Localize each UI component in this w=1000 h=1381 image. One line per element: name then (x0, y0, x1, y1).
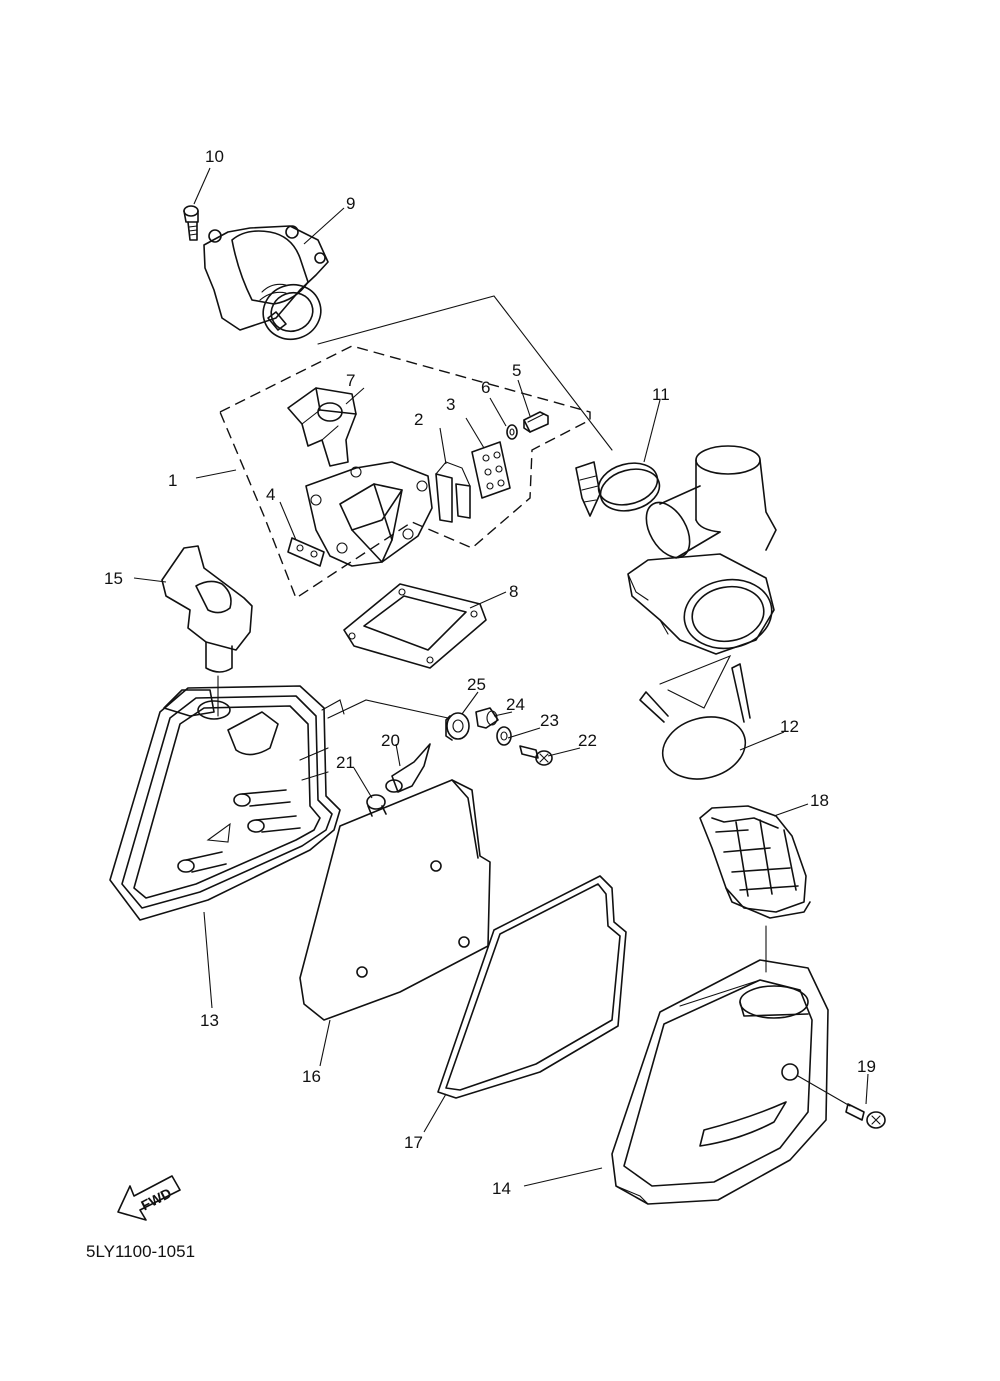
drawing-code: 5LY1100-1051 (86, 1242, 195, 1261)
part-4-gasket (287, 537, 325, 567)
callout-17: 17 (404, 1133, 423, 1152)
part-3-plate (471, 441, 511, 499)
callout-24: 24 (506, 695, 525, 714)
callout-25: 25 (467, 675, 486, 694)
part-25-grommet (445, 712, 470, 741)
callout-20: 20 (381, 731, 400, 750)
callout-16: 16 (302, 1067, 321, 1086)
callout-5: 5 (512, 361, 521, 380)
part-12-clamp (639, 663, 751, 780)
callout-11: 11 (652, 385, 670, 404)
callout-22: 22 (578, 731, 597, 750)
callout-13: 13 (200, 1011, 219, 1030)
part-23-washer (496, 726, 512, 746)
fwd-arrow: FWD (117, 1175, 181, 1221)
callout-1: 1 (168, 471, 177, 490)
callout-numbers: 1 2 3 4 5 6 7 8 9 10 11 12 13 14 15 16 1… (104, 147, 876, 1198)
callout-8: 8 (509, 582, 518, 601)
part-5-screw (523, 411, 549, 433)
part-21-clip (366, 794, 387, 817)
part-8-gasket (343, 583, 487, 669)
callout-3: 3 (446, 395, 455, 414)
leader-lines (133, 167, 869, 1187)
callout-9: 9 (346, 194, 355, 213)
callout-14: 14 (492, 1179, 511, 1198)
part-18-intake-funnel (699, 805, 811, 919)
fwd-label: FWD (138, 1185, 174, 1214)
callout-18: 18 (810, 791, 829, 810)
callout-2: 2 (414, 410, 423, 429)
callout-7: 7 (346, 371, 355, 390)
reed-valve-body (305, 461, 433, 567)
callout-23: 23 (540, 711, 559, 730)
callout-4: 4 (266, 485, 275, 504)
callout-19: 19 (857, 1057, 876, 1076)
part-16-element (299, 779, 491, 1021)
part-13-air-cleaner-case (109, 685, 345, 921)
callout-15: 15 (104, 569, 123, 588)
part-9-intake-joint (203, 225, 329, 341)
part-14-air-cleaner-case (611, 959, 829, 1205)
callout-21: 21 (336, 753, 355, 772)
callout-6: 6 (481, 378, 490, 397)
part-11-hose-clamp (575, 461, 661, 517)
part-20-pipe (385, 743, 431, 793)
callout-12: 12 (780, 717, 799, 736)
part-15-duct (161, 545, 253, 673)
part-10-bolt (183, 205, 199, 241)
part-17-seal (437, 875, 627, 1099)
carburetor-joint (627, 445, 777, 655)
part-7-stopper (287, 387, 357, 467)
part-6-washer (506, 424, 518, 440)
part-22-screw (519, 745, 553, 766)
part-19-screw (797, 1075, 886, 1129)
part-2-reed-petals (435, 461, 471, 523)
part-1-assembly-boundary (219, 345, 591, 600)
callout-10: 10 (205, 147, 224, 166)
part-24-collar (475, 707, 499, 729)
